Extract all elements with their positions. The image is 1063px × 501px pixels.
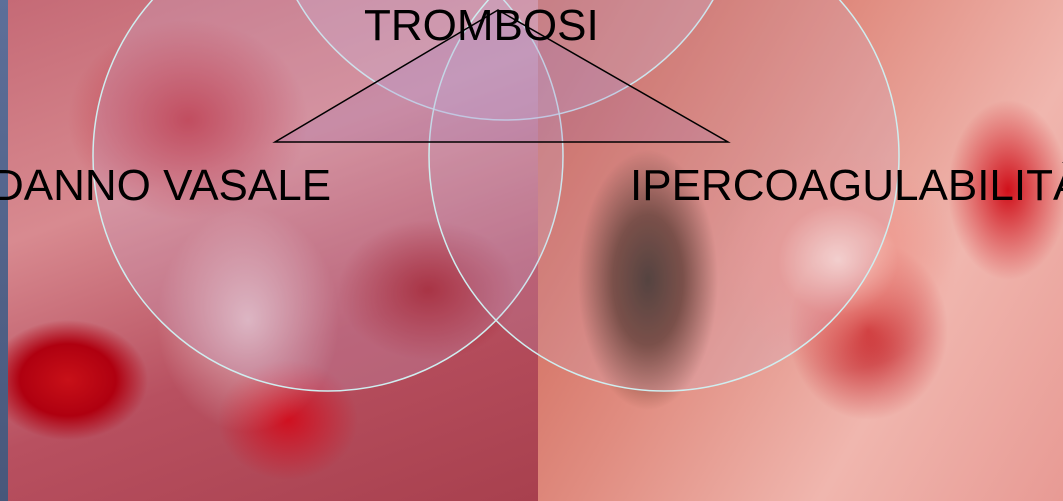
label-ipercoagulabilita: IPERCOAGULABILITÀ xyxy=(630,164,1063,208)
label-trombosi: TROMBOSI xyxy=(364,4,599,48)
label-danno-vasale: DANNO VASALE xyxy=(0,164,331,208)
